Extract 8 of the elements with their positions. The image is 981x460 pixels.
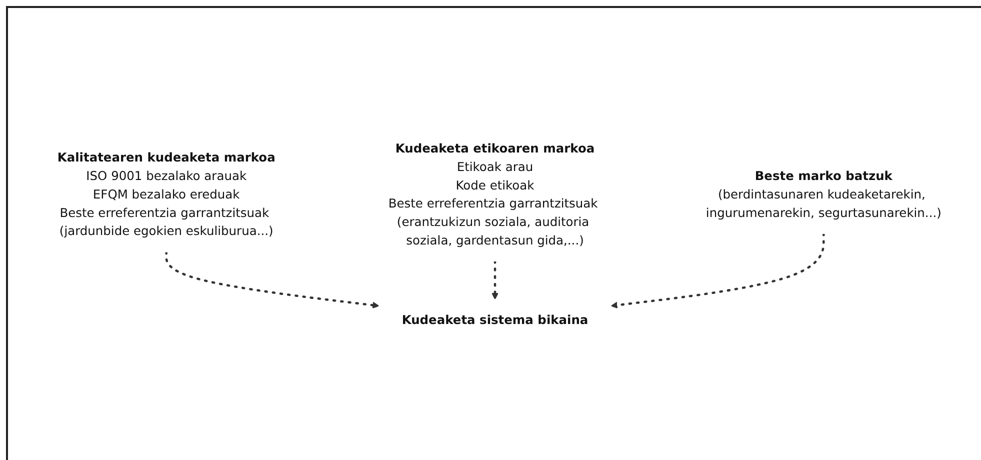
node-text: Kalitatearen kudeaketa markoa ISO 9001 bezalako arauak EFQM bezalako ereduak Beste erreferentzia garrantzitsuak (jardunbide egokien eskuliburua...) [56, 150, 275, 238]
node-text: Beste marko batzuk (berdintasunaren kudeaketarekin, ingurumenarekin, segurtasunarekin...) [705, 168, 941, 220]
node-text: Kudeaketa sistema bikaina [401, 312, 588, 326]
arrow [491, 260, 498, 300]
arrow [164, 250, 379, 308]
flow-diagram: Kalitatearen kudeaketa markoa ISO 9001 bezalako arauak EFQM bezalako ereduak Beste erreferentzia garrantzitsuak (jardunbide egokien eskuliburua...) Kudeaketa etikoaren markoa Etikoak arau Kode etikoak Beste erreferentzia garrantzitsuak (erantzukizun soziala, auditoria soziala, gardentasun gida,...) Beste marko batzuk (berdintasunaren kudeaketarekin, ingurumenarekin, segurtasunarekin...) Kudeaketa sistema bikaina [14, 122, 974, 346]
node-text: Kudeaketa etikoaren markoa Etikoak arau Kode etikoak Beste erreferentzia garrantzitsuak (erantzukizun soziala, auditoria soziala, gardentasun gida,...) [388, 140, 598, 247]
arrow [610, 232, 824, 308]
